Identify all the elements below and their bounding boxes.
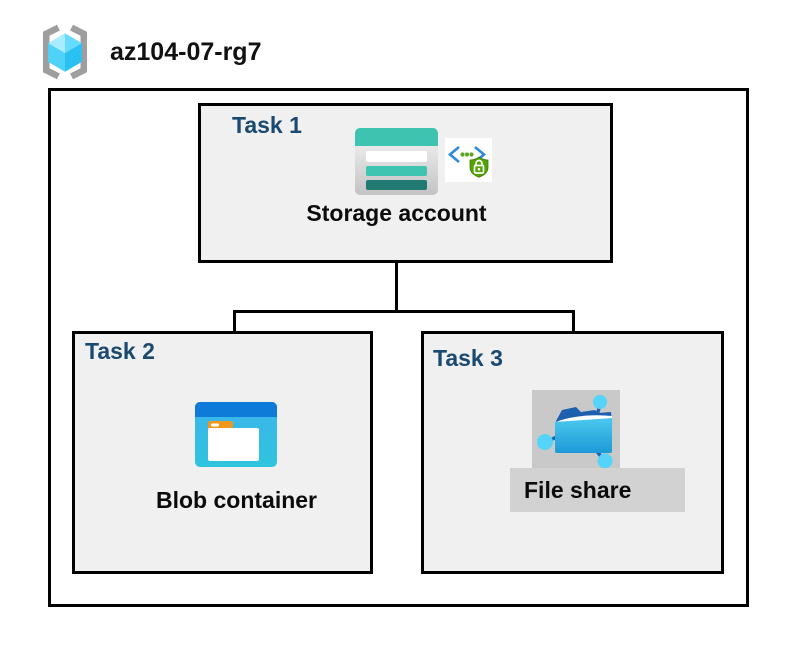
storage-account-label: Storage account [306, 200, 487, 226]
connector-storage-stem [395, 235, 398, 312]
blob-container-icon [195, 402, 277, 467]
storage-account-icon-svg [355, 128, 438, 195]
task3-box: Task 3 File share [421, 331, 724, 574]
resource-group-icon-svg [42, 24, 88, 80]
task1-label: Task 1 [232, 112, 302, 138]
task2-label: Task 2 [85, 338, 155, 364]
secure-access-icon-svg [445, 138, 492, 182]
file-share-label-highlight: File share [510, 468, 685, 512]
file-share-label: File share [524, 477, 632, 503]
file-share-icon [537, 391, 615, 469]
task3-label: Task 3 [433, 345, 503, 371]
file-share-icon-svg [537, 395, 613, 469]
resource-group-icon [35, 21, 95, 83]
blob-container-label: Blob container [155, 487, 317, 513]
secure-access-icon [445, 138, 492, 182]
connector-horizontal [233, 310, 575, 313]
storage-account-icon [355, 128, 438, 195]
task1-box: Task 1 [198, 103, 613, 263]
resource-group-name: az104-07-rg7 [110, 38, 262, 66]
task2-box: Task 2 Blob container [72, 331, 373, 574]
blob-container-icon-svg [195, 402, 277, 467]
